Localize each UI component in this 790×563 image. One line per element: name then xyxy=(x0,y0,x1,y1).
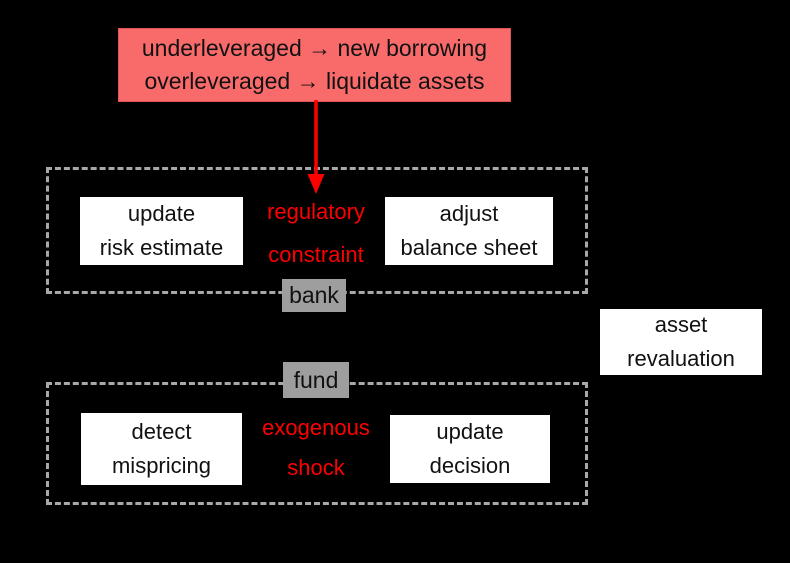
regulatory-line1: regulatory xyxy=(267,199,365,224)
update-risk-line1: update xyxy=(127,201,196,226)
bank-label-text: bank xyxy=(289,282,339,308)
adjust-balance-line2: balance sheet xyxy=(400,235,538,260)
adjust-balance-line1: adjust xyxy=(439,201,499,226)
update-decision-line2: decision xyxy=(429,453,511,478)
exogenous-line1: exogenous xyxy=(262,415,370,440)
update-decision-line1: update xyxy=(436,419,504,444)
leverage-rule-line1: underleveraged → new borrowing xyxy=(141,35,488,61)
detect-mispricing-line2: mispricing xyxy=(111,453,212,478)
update-risk-estimate-box: update risk estimate xyxy=(80,197,243,265)
fund-label-text: fund xyxy=(293,366,339,393)
leverage-rule-box: underleveraged → new borrowing overlever… xyxy=(118,28,511,102)
fund-section-label: fund xyxy=(283,362,349,398)
regulatory-constraint-annotation: regulatory constraint xyxy=(230,190,402,276)
bank-section-label: bank xyxy=(282,279,346,312)
asset-reval-line1: asset xyxy=(654,312,708,337)
down-arrow-icon xyxy=(307,100,325,194)
detect-mispricing-line1: detect xyxy=(131,419,192,444)
detect-mispricing-box: detect mispricing xyxy=(81,413,242,485)
adjust-balance-sheet-box: adjust balance sheet xyxy=(385,197,553,265)
leverage-rule-line2: overleveraged → liquidate assets xyxy=(144,68,485,94)
asset-revaluation-box: asset revaluation xyxy=(600,309,762,375)
asset-reval-line2: revaluation xyxy=(627,346,735,371)
update-risk-line2: risk estimate xyxy=(99,235,224,260)
regulatory-line2: constraint xyxy=(268,242,364,267)
exogenous-line2: shock xyxy=(287,455,345,480)
update-decision-box: update decision xyxy=(390,415,550,483)
exogenous-shock-annotation: exogenous shock xyxy=(230,408,402,488)
